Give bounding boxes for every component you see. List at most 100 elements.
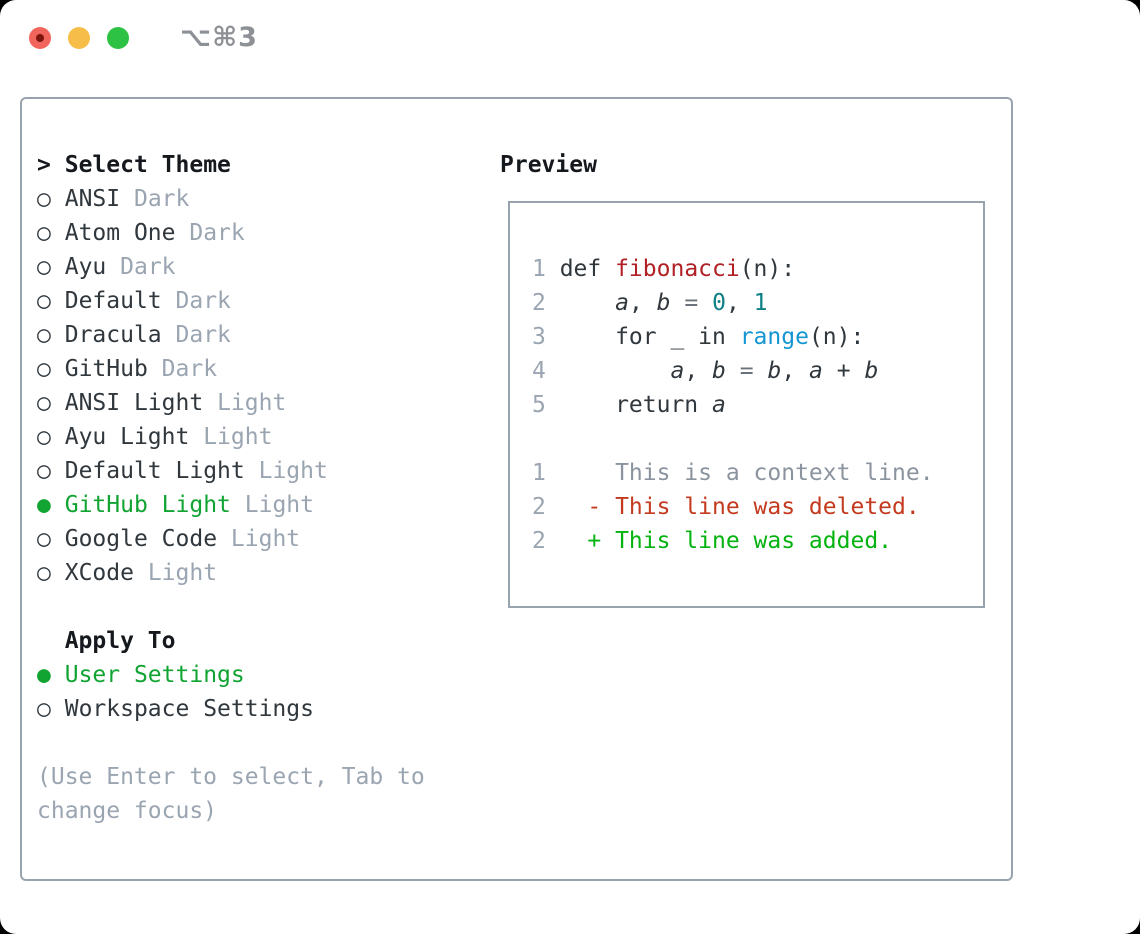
code-token-num: 0 bbox=[712, 290, 726, 316]
line-number: 5 bbox=[532, 392, 546, 418]
theme-option-name: Default bbox=[64, 288, 162, 314]
theme-option[interactable]: ○ GitHub Dark bbox=[37, 352, 467, 386]
theme-option-variant: Dark bbox=[161, 356, 218, 382]
theme-option-variant: Light bbox=[258, 458, 328, 484]
theme-option[interactable]: ● GitHub Light Light bbox=[37, 488, 467, 522]
code-token-num: 1 bbox=[753, 290, 768, 316]
theme-option[interactable]: ○ ANSI Light Light bbox=[37, 386, 467, 420]
code-token-func: fibonacci bbox=[615, 256, 740, 282]
line-number: 4 bbox=[532, 358, 546, 384]
theme-option-variant: Light bbox=[230, 526, 301, 552]
keybinding-hint: (Use Enter to select, Tab to change focu… bbox=[37, 764, 425, 824]
theme-option-variant: Dark bbox=[189, 220, 245, 246]
code-line: 5 return a bbox=[532, 388, 983, 422]
theme-option-variant: Light bbox=[203, 424, 273, 450]
line-number: 2 bbox=[532, 494, 546, 520]
theme-option-variant: Dark bbox=[175, 322, 231, 348]
code-token-context: This is a context line. bbox=[559, 460, 934, 486]
titlebar: ⌥⌘3 bbox=[29, 22, 258, 53]
code-token-var: b bbox=[656, 290, 671, 316]
code-token-code: (n): bbox=[739, 256, 796, 282]
code-token-code bbox=[698, 290, 712, 316]
theme-option[interactable]: ○ XCode Light bbox=[37, 556, 467, 590]
apply-option[interactable]: ○ Workspace Settings bbox=[37, 692, 467, 726]
theme-option-name: ANSI Light bbox=[64, 390, 204, 416]
theme-option[interactable]: ○ Dracula Dark bbox=[37, 318, 467, 352]
radio-bullet-icon: ○ bbox=[37, 220, 51, 246]
code-token-var: b bbox=[767, 358, 782, 384]
preview-header: Preview bbox=[500, 152, 597, 178]
theme-option[interactable]: ○ Atom One Dark bbox=[37, 216, 467, 250]
theme-option-name: GitHub bbox=[64, 356, 148, 382]
traffic-light-close[interactable] bbox=[29, 26, 51, 49]
code-token-added: + This line was added. bbox=[559, 528, 893, 554]
apply-option[interactable]: ● User Settings bbox=[37, 658, 467, 692]
theme-option[interactable]: ○ ANSI Dark bbox=[37, 182, 467, 216]
theme-option-variant: Dark bbox=[133, 186, 190, 212]
theme-option-name: Google Code bbox=[64, 526, 218, 552]
line-number: 1 bbox=[532, 460, 546, 486]
code-token-code bbox=[560, 358, 671, 384]
theme-option-variant: Light bbox=[217, 390, 287, 416]
theme-option-variant: Dark bbox=[175, 288, 231, 314]
theme-option-name: Ayu Light bbox=[64, 424, 190, 450]
theme-option-variant: Dark bbox=[120, 254, 176, 280]
line-number: 3 bbox=[532, 324, 546, 350]
code-token-code: (n): bbox=[808, 324, 865, 350]
code-token-var: b bbox=[864, 358, 879, 384]
apply-option-name: User Settings bbox=[64, 662, 245, 688]
code-token-var: a bbox=[670, 358, 685, 384]
code-token-code: , bbox=[684, 358, 713, 384]
code-line: 2 a, b = 0, 1 bbox=[532, 286, 983, 320]
theme-option-name: XCode bbox=[64, 560, 134, 586]
radio-bullet-icon: ○ bbox=[37, 288, 51, 314]
theme-option[interactable]: ○ Ayu Dark bbox=[37, 250, 467, 284]
code-line: 4 a, b = b, a + b bbox=[532, 354, 983, 388]
code-token-code: , bbox=[781, 358, 810, 384]
theme-option-name: Dracula bbox=[64, 322, 162, 348]
theme-option[interactable]: ○ Google Code Light bbox=[37, 522, 467, 556]
code-token-var: b bbox=[712, 358, 726, 384]
theme-option-name: Ayu bbox=[64, 254, 107, 280]
code-token-var: a bbox=[615, 290, 629, 316]
theme-option-variant: Light bbox=[147, 560, 218, 586]
theme-option-variant: Light bbox=[244, 492, 314, 518]
code-token-builtin: range bbox=[739, 324, 809, 350]
theme-option[interactable]: ○ Ayu Light Light bbox=[37, 420, 467, 454]
line-number: 2 bbox=[532, 290, 546, 316]
theme-option[interactable]: ○ Default Light Light bbox=[37, 454, 467, 488]
theme-option-name: Atom One bbox=[64, 220, 176, 246]
theme-option-name: Default Light bbox=[64, 458, 245, 484]
theme-picker-panel: > Select Theme ○ ANSI Dark○ Atom One Dar… bbox=[20, 97, 1013, 881]
select-theme-title: Select Theme bbox=[64, 152, 231, 178]
radio-bullet-icon: ● bbox=[37, 662, 51, 688]
code-token-var: a bbox=[809, 358, 823, 384]
radio-bullet-icon: ○ bbox=[37, 356, 51, 382]
traffic-light-zoom[interactable] bbox=[107, 26, 129, 49]
apply-option-name: Workspace Settings bbox=[64, 696, 314, 722]
radio-bullet-icon: ○ bbox=[37, 424, 51, 450]
radio-bullet-icon: ○ bbox=[37, 696, 51, 722]
code-token-code bbox=[671, 290, 685, 316]
spacer bbox=[37, 590, 467, 624]
radio-bullet-icon: ○ bbox=[37, 254, 51, 280]
window-title: ⌥⌘3 bbox=[180, 22, 258, 53]
code-token-code: + bbox=[822, 358, 865, 384]
radio-bullet-icon: ○ bbox=[37, 186, 51, 212]
theme-list-column: > Select Theme ○ ANSI Dark○ Atom One Dar… bbox=[37, 148, 467, 828]
diff-block: 1 This is a context line.2 - This line w… bbox=[532, 456, 983, 558]
theme-option[interactable]: ○ Default Dark bbox=[37, 284, 467, 318]
radio-bullet-icon: ○ bbox=[37, 458, 51, 484]
code-token-code: def bbox=[559, 256, 616, 282]
radio-bullet-icon: ○ bbox=[37, 526, 51, 552]
radio-bullet-icon: ● bbox=[37, 492, 51, 518]
traffic-light-minimize[interactable] bbox=[68, 26, 90, 49]
code-token-code bbox=[560, 290, 615, 316]
line-number: 2 bbox=[532, 528, 546, 554]
code-token-code bbox=[726, 358, 740, 384]
theme-list: ○ ANSI Dark○ Atom One Dark○ Ayu Dark○ De… bbox=[37, 182, 467, 590]
